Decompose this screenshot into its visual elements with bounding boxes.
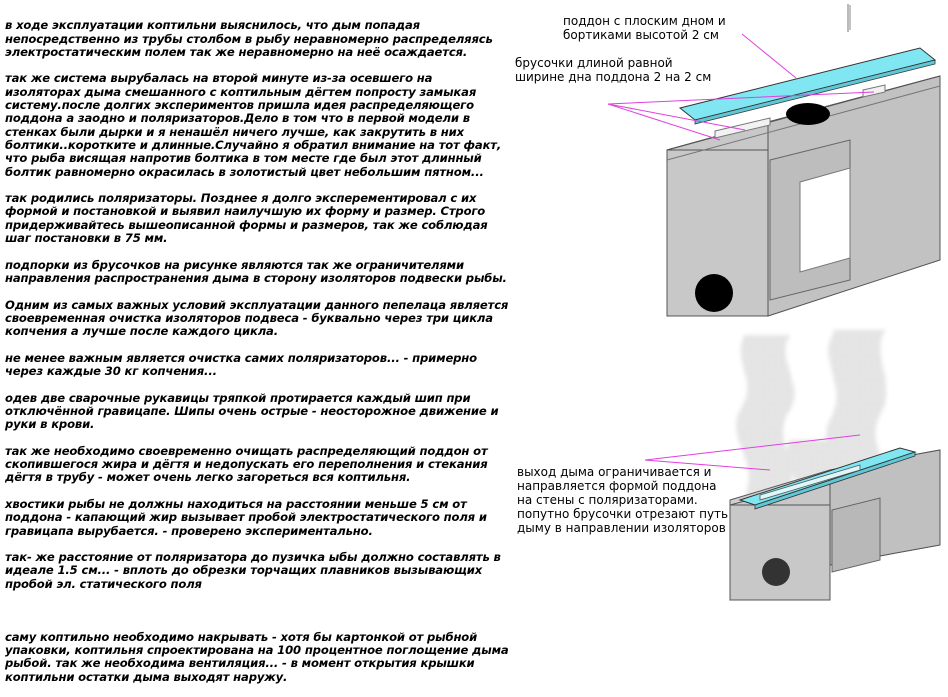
upper-tray [678,4,937,125]
smoke-hole-icon [695,274,733,312]
paragraph: так родились поляризаторы. Позднее я дол… [5,191,488,246]
upper-side-opening [799,167,851,273]
bars-label: брусочки длиной равной ширине дна поддон… [515,56,712,84]
paragraph-final: саму коптильно необходимо накрывать - хо… [5,629,509,684]
paragraph: Одним из самых важных условий эксплуатац… [5,297,509,339]
paragraph: так же необходимо своевременно очищать р… [5,443,488,485]
paragraph: не менее важным является очистка самих п… [5,350,477,379]
smoke-exit-label: выход дыма ограничивается и направляется… [517,465,729,535]
paragraph: одев две сварочные рукавицы тряпкой прот… [5,390,499,432]
lower-smoke-hole-icon [762,558,790,586]
lower-tray [738,447,917,510]
paragraph: хвостики рыбы не должны находиться на ра… [5,496,487,538]
tray-label: поддон с плоским дном и бортиками высото… [563,14,726,42]
paragraph: так- же расстояние от поляризатора до пу… [5,550,501,591]
upper-bars [714,84,886,139]
pointer-lines [607,33,875,471]
top-hole-icon [786,103,830,125]
smokehouse-diagram [607,4,941,601]
paragraph: в ходе эксплуатации коптильни выяснилось… [5,18,493,59]
paragraph: подпорки из брусочков на рисунке являютс… [5,257,507,285]
upper-smokehouse-box [666,75,941,317]
paragraph: так же система вырубалась на второй мину… [5,71,502,179]
